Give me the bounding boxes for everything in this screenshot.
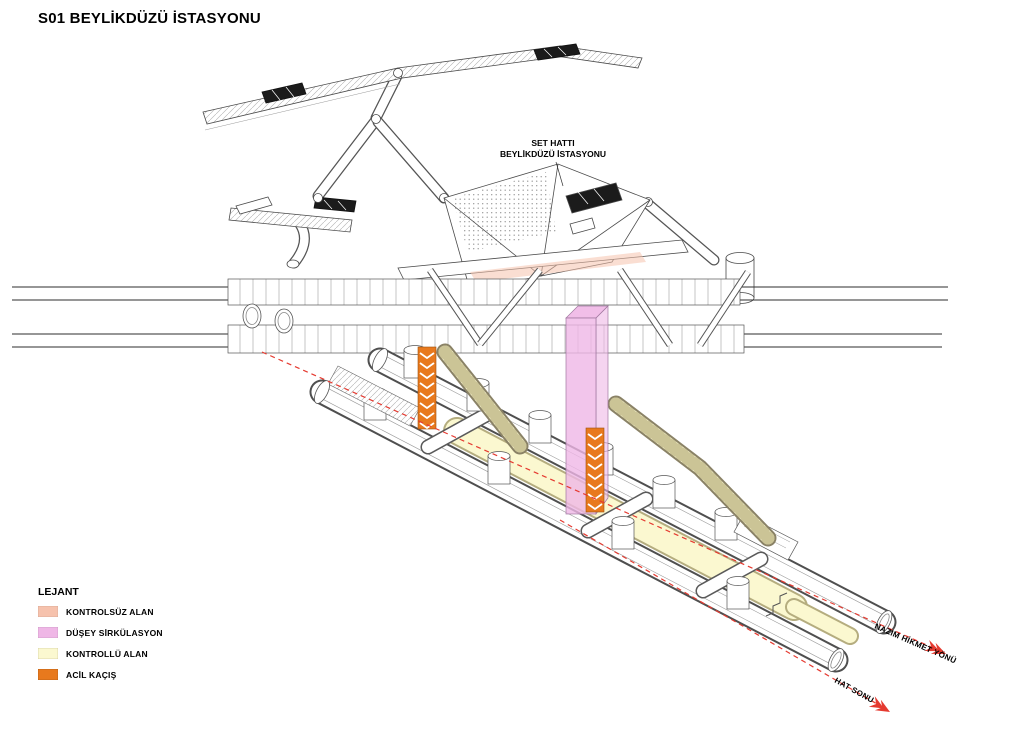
platform-cross-tubes: [420, 407, 769, 599]
canopy-wing-west-small: [235, 196, 273, 215]
escalator-tube-1: [436, 343, 529, 455]
controlled-area-walkway: [443, 417, 859, 645]
concourse-slab: [397, 239, 689, 281]
truss-braces: [427, 267, 751, 347]
emergency-stair-lower: [585, 427, 605, 513]
legend-swatch-uncontrolled: [38, 606, 58, 617]
direction-arrow-icon: [868, 696, 890, 712]
station-platform-bands: [227, 267, 751, 354]
station-band-upper: [227, 278, 741, 306]
escalator-tube-2: [607, 395, 777, 547]
legend-label: KONTROLSÜZ ALAN: [66, 606, 154, 617]
legend-label: ACİL KAÇIŞ: [66, 669, 117, 680]
dark-roof-panels: [261, 43, 581, 213]
platform-level: [309, 343, 897, 673]
canopy-wing-west: [228, 207, 353, 233]
tunnel-portal: [827, 648, 845, 672]
legend-item-controlled: KONTROLLÜ ALAN: [38, 648, 163, 659]
station-callout: SET HATTI BEYLİKDÜZÜ İSTASYONU: [500, 138, 606, 187]
end-of-line-label: HAT SONU: [833, 676, 875, 705]
callout-line-2: BEYLİKDÜZÜ İSTASYONU: [500, 149, 606, 159]
callout-leader-line: [555, 161, 564, 187]
emergency-stair-upper: [417, 346, 437, 430]
dark-panel: [261, 82, 307, 104]
legend-swatch-controlled: [38, 648, 58, 659]
small-stair-zigzag: [765, 592, 788, 617]
left-tunnel-portals: [242, 303, 294, 334]
direction-arrow-icon: [924, 640, 946, 654]
track-centerline-1: [261, 351, 939, 651]
canopy-connector-tubes: [288, 68, 720, 269]
legend: LEJANT KONTROLSÜZ ALAN DÜŞEY SİRKÜLASYON…: [38, 586, 163, 690]
canopy-structures: [202, 43, 755, 304]
page-title: S01 BEYLİKDÜZÜ İSTASYONU: [38, 10, 261, 27]
tunnel-portal-caps: [314, 348, 893, 672]
tunnel-portal: [875, 610, 893, 634]
legend-swatch-emergency: [38, 669, 58, 680]
legend-label: DÜŞEY SİRKÜLASYON: [66, 627, 163, 638]
dark-panel: [565, 182, 623, 214]
legend-item-uncontrolled: KONTROLSÜZ ALAN: [38, 606, 163, 617]
dark-panel: [533, 43, 581, 61]
callout-line-1: SET HATTI: [531, 138, 574, 148]
legend-item-vertical-circulation: DÜŞEY SİRKÜLASYON: [38, 627, 163, 638]
legend-label: KONTROLLÜ ALAN: [66, 648, 148, 659]
platform-tube-b: [367, 347, 897, 635]
legend-swatch-vertical-circulation: [38, 627, 58, 638]
legend-item-emergency: ACİL KAÇIŞ: [38, 669, 163, 680]
legend-title: LEJANT: [38, 586, 79, 598]
direction-label: NAZIM HİKMET YÖNÜ: [873, 622, 958, 666]
platform-tube-a: [309, 379, 849, 673]
uncontrolled-area-zone: [470, 252, 646, 282]
